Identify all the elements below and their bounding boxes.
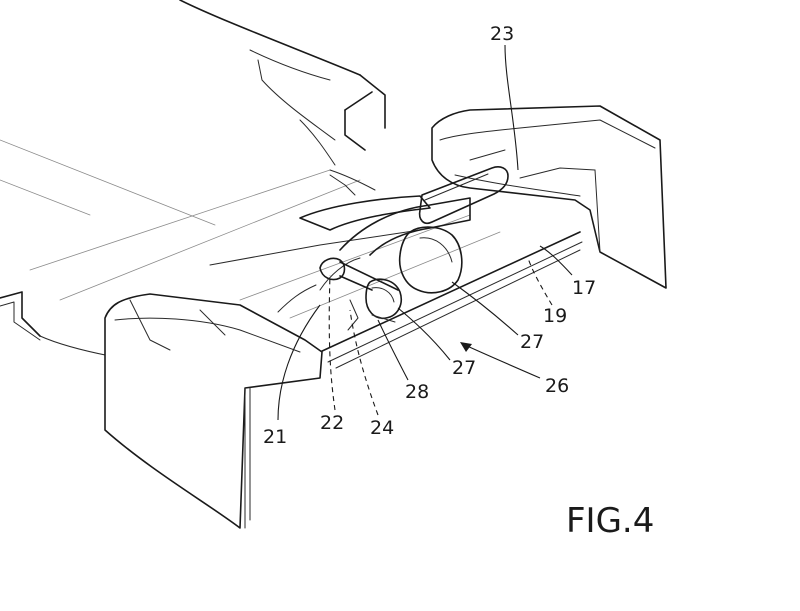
leader-lines — [277, 44, 573, 421]
right-endplate — [431, 105, 667, 289]
ref-22: 22 — [320, 412, 344, 434]
left-endplate — [104, 293, 323, 529]
actuator-mechanism — [277, 166, 509, 331]
ref-21: 21 — [263, 426, 287, 448]
ref-28: 28 — [405, 381, 429, 403]
ref-24: 24 — [370, 417, 394, 439]
ref-27a: 27 — [520, 331, 544, 353]
arrowhead-26 — [460, 342, 472, 352]
ref-26: 26 — [545, 375, 569, 397]
ref-27b: 27 — [452, 357, 476, 379]
left-edge-profile — [0, 291, 111, 357]
ref-19: 19 — [543, 305, 567, 327]
figure-caption: FIG.4 — [566, 501, 654, 541]
ref-23: 23 — [490, 23, 514, 45]
reference-numerals: 23 17 19 27 27 26 28 21 22 24 — [263, 23, 596, 448]
wing-main-plane — [209, 214, 583, 369]
vehicle-body-surface — [0, 0, 386, 301]
ref-17: 17 — [572, 277, 596, 299]
